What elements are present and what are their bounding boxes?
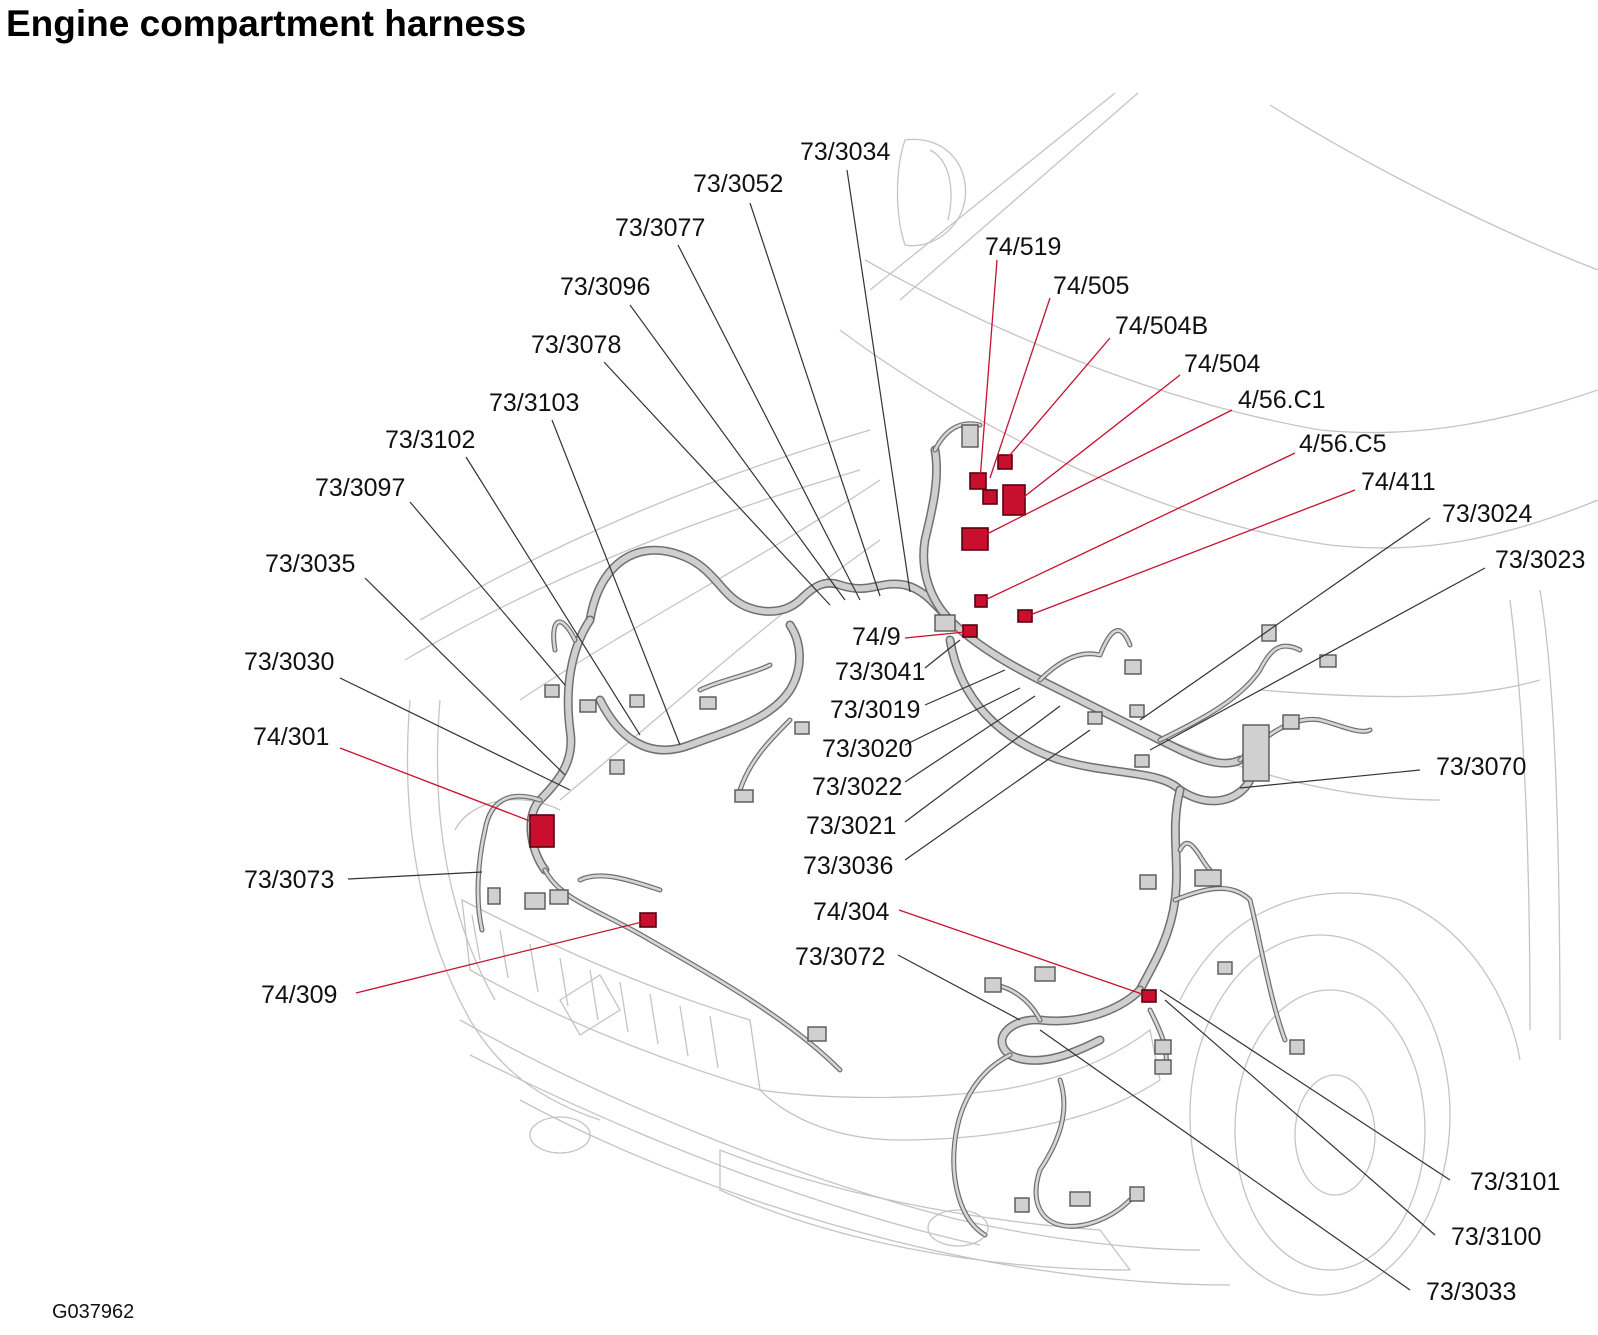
connector	[734, 789, 754, 803]
label-73-3097: 73/3097	[315, 474, 405, 502]
label-74-301: 74/301	[253, 723, 329, 751]
label-73-3073: 73/3073	[244, 866, 334, 894]
label-73-3035: 73/3035	[265, 550, 355, 578]
figure-reference: G037962	[52, 1301, 134, 1323]
label-74-505: 74/505	[1053, 272, 1129, 300]
connector	[1289, 1039, 1305, 1055]
label-73-3078: 73/3078	[531, 331, 621, 359]
connectors-highlighted	[529, 454, 1157, 1003]
label-73-3100: 73/3100	[1451, 1223, 1541, 1251]
harness-trunk	[526, 445, 1255, 1065]
label-74-504: 74/504	[1184, 350, 1261, 378]
connector	[934, 614, 956, 632]
connector	[699, 696, 717, 710]
connector	[1282, 714, 1300, 730]
connector-74-309	[639, 912, 657, 928]
label-73-3020: 73/3020	[822, 735, 912, 763]
page-title: Engine compartment harness	[6, 3, 526, 44]
label-73-3019: 73/3019	[830, 696, 920, 724]
connector-74-504	[1002, 484, 1026, 516]
label-73-3102: 73/3102	[385, 426, 475, 454]
connector	[524, 892, 546, 910]
label-74-519: 74/519	[985, 233, 1061, 261]
label-4-56-c1: 4/56.C1	[1238, 386, 1326, 414]
label-73-3036: 73/3036	[803, 852, 893, 880]
label-73-3023: 73/3023	[1495, 546, 1585, 574]
label-73-3034: 73/3034	[800, 138, 890, 166]
leader-lines	[339, 169, 1486, 1291]
label-73-3070: 73/3070	[1436, 753, 1526, 781]
label-73-3077: 73/3077	[615, 214, 705, 242]
harness-wires	[475, 421, 1373, 1238]
connector-4-56-c1	[961, 527, 989, 551]
connector	[1129, 1186, 1145, 1202]
connector	[1261, 624, 1277, 642]
connector	[1194, 869, 1222, 887]
connector	[1124, 659, 1142, 675]
label-74-309: 74/309	[261, 981, 337, 1009]
connectors-grey	[487, 424, 1337, 1213]
label-73-3052: 73/3052	[693, 170, 783, 198]
connector	[1087, 711, 1103, 725]
connector	[807, 1026, 827, 1042]
connector	[794, 721, 810, 735]
label-73-3033: 73/3033	[1426, 1278, 1516, 1306]
label-73-3030: 73/3030	[244, 648, 334, 676]
connector-74-301	[529, 814, 555, 848]
component-labels: 73/3034 73/3052 73/3077 73/3096 73/3078 …	[244, 138, 1585, 1306]
connector	[1069, 1191, 1091, 1207]
connector	[544, 684, 560, 698]
label-73-3041: 73/3041	[835, 658, 925, 686]
connector	[1129, 704, 1145, 718]
connector	[1154, 1039, 1172, 1055]
connector	[1034, 966, 1056, 982]
label-73-3096: 73/3096	[560, 273, 650, 301]
connector	[1154, 1059, 1172, 1075]
label-73-3103: 73/3103	[489, 389, 579, 417]
connector	[1139, 874, 1157, 890]
connector	[549, 889, 569, 905]
car-body-outline	[404, 92, 1598, 1296]
connector-4-56-c5	[974, 594, 988, 608]
connector-74-304	[1141, 989, 1157, 1003]
label-74-411: 74/411	[1361, 468, 1436, 496]
connector	[984, 977, 1002, 993]
label-74-9: 74/9	[852, 623, 901, 651]
connector	[629, 694, 645, 708]
connector-74-9	[962, 624, 978, 638]
connector	[961, 424, 979, 448]
connector	[579, 699, 597, 713]
label-74-304: 74/304	[813, 898, 890, 926]
connector-74-504b	[982, 489, 998, 505]
connector	[1134, 754, 1150, 768]
connector	[1217, 961, 1233, 975]
connector	[1319, 654, 1337, 668]
label-73-3022: 73/3022	[812, 773, 902, 801]
relay-box	[1242, 724, 1270, 782]
label-73-3024: 73/3024	[1442, 500, 1532, 528]
label-73-3021: 73/3021	[806, 812, 896, 840]
label-73-3072: 73/3072	[795, 943, 885, 971]
label-74-504b: 74/504B	[1115, 312, 1208, 340]
connector-74-519	[969, 472, 987, 490]
connector	[1014, 1197, 1030, 1213]
connector-74-411	[1017, 609, 1033, 623]
connector	[487, 887, 501, 905]
connector	[609, 759, 625, 775]
connector-74-505	[997, 454, 1013, 470]
label-4-56-c5: 4/56.C5	[1299, 430, 1387, 458]
label-73-3101: 73/3101	[1470, 1168, 1560, 1196]
